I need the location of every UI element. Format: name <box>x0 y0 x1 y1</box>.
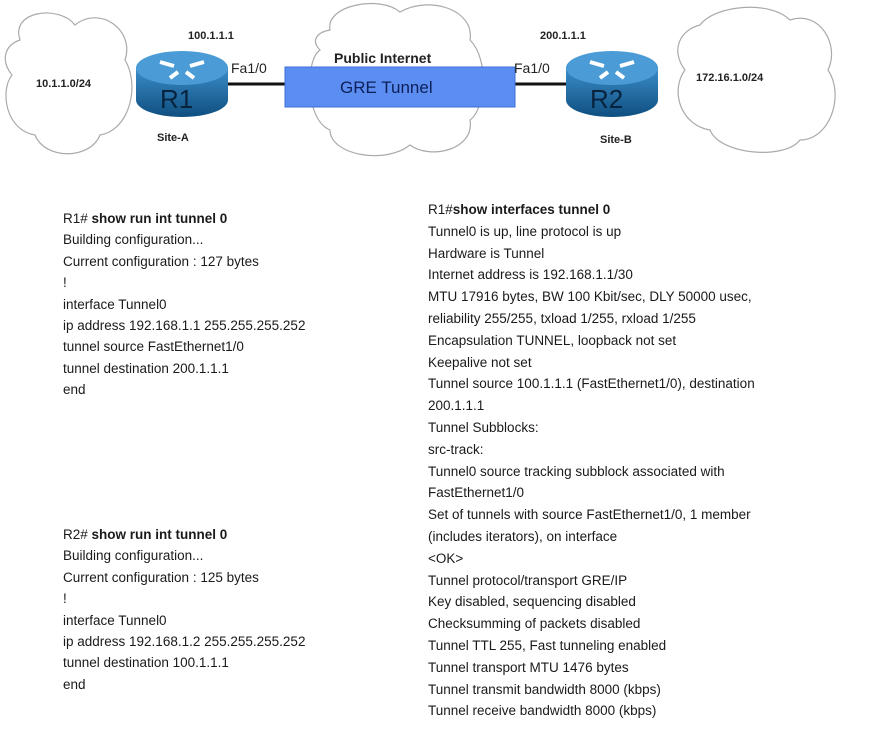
output-line: Set of tunnels with source FastEthernet1… <box>428 507 751 523</box>
cli-prompt: R1# <box>428 202 453 217</box>
output-line: ! <box>63 275 67 291</box>
output-line: interface Tunnel0 <box>63 296 167 312</box>
site-a-label: Site-A <box>157 132 189 144</box>
output-line: ip address 192.168.1.1 255.255.255.252 <box>63 318 306 334</box>
r1-ip-label: 100.1.1.1 <box>188 30 234 42</box>
site-b-label: Site-B <box>600 134 632 146</box>
r1-name: R1 <box>160 84 194 114</box>
network-diagram <box>4 2 836 157</box>
output-line: Current configuration : 125 bytes <box>63 569 259 585</box>
cli-prompt: R2# <box>63 527 88 542</box>
r1-interface-block: R1#show interfaces tunnel 0 Tunnel0 is u… <box>428 199 755 722</box>
output-line: tunnel source FastEthernet1/0 <box>63 339 244 355</box>
public-internet-label: Public Internet <box>334 50 432 66</box>
r1-interface-label: Fa1/0 <box>231 60 267 76</box>
cli-command: show run int tunnel 0 <box>87 211 228 226</box>
output-line: interface Tunnel0 <box>63 612 167 628</box>
r2-config-block: R2# show run int tunnel 0 Building confi… <box>63 524 305 695</box>
output-line: Tunnel Subblocks: <box>428 419 539 435</box>
router-r2-icon <box>566 51 658 117</box>
output-line: Tunnel receive bandwidth 8000 (kbps) <box>428 703 657 719</box>
r2-interface-label: Fa1/0 <box>514 60 550 76</box>
output-line: end <box>63 382 86 398</box>
output-line: ! <box>63 591 67 607</box>
output-line: FastEthernet1/0 <box>428 485 525 501</box>
right-network-label: 172.16.1.0/24 <box>696 72 764 84</box>
output-line: ip address 192.168.1.2 255.255.255.252 <box>63 634 306 650</box>
r1-interface-command-line: R1#show interfaces tunnel 0 <box>428 199 755 221</box>
r2-config-command-line: R2# show run int tunnel 0 <box>63 524 305 545</box>
r2-ip-label: 200.1.1.1 <box>540 30 586 42</box>
output-line: <OK> <box>428 550 464 566</box>
router-r1-icon <box>136 51 228 117</box>
r2-name: R2 <box>590 84 624 114</box>
output-line: Keepalive not set <box>428 354 532 370</box>
output-line: (includes iterators), on interface <box>428 528 618 544</box>
output-line: Current configuration : 127 bytes <box>63 253 259 269</box>
output-line: src-track: <box>428 441 484 457</box>
output-line: Building configuration... <box>63 232 204 248</box>
output-line: Checksumming of packets disabled <box>428 616 641 632</box>
output-line: Tunnel source 100.1.1.1 (FastEthernet1/0… <box>428 376 755 392</box>
r1-config-command-line: R1# show run int tunnel 0 <box>63 208 305 229</box>
output-line: Building configuration... <box>63 548 204 564</box>
output-line: Internet address is 192.168.1.1/30 <box>428 267 633 283</box>
output-line: 200.1.1.1 <box>428 398 485 414</box>
cloud-left <box>4 12 133 155</box>
output-line: Tunnel transport MTU 1476 bytes <box>428 659 629 675</box>
cli-command: show interfaces tunnel 0 <box>452 202 611 217</box>
output-line: end <box>63 676 86 692</box>
left-network-label: 10.1.1.0/24 <box>36 78 92 90</box>
cloud-right <box>677 6 836 153</box>
output-line: MTU 17916 bytes, BW 100 Kbit/sec, DLY 50… <box>428 289 752 305</box>
cli-prompt: R1# <box>63 211 88 226</box>
output-line: Tunnel transmit bandwidth 8000 (kbps) <box>428 681 661 697</box>
output-line: Tunnel protocol/transport GRE/IP <box>428 572 628 588</box>
output-line: Key disabled, sequencing disabled <box>428 594 636 610</box>
output-line: tunnel destination 200.1.1.1 <box>63 360 229 376</box>
output-line: tunnel destination 100.1.1.1 <box>63 655 229 671</box>
gre-tunnel-label: GRE Tunnel <box>340 78 433 97</box>
output-line: Tunnel TTL 255, Fast tunneling enabled <box>428 637 667 653</box>
cli-command: show run int tunnel 0 <box>87 527 228 542</box>
output-line: Encapsulation TUNNEL, loopback not set <box>428 332 677 348</box>
gre-tunnel-box <box>284 66 516 108</box>
r1-config-block: R1# show run int tunnel 0 Building confi… <box>63 208 305 401</box>
output-line: Tunnel0 source tracking subblock associa… <box>428 463 725 479</box>
output-line: Hardware is Tunnel <box>428 245 545 261</box>
output-line: reliability 255/255, txload 1/255, rxloa… <box>428 310 696 326</box>
output-line: Tunnel0 is up, line protocol is up <box>428 223 622 239</box>
